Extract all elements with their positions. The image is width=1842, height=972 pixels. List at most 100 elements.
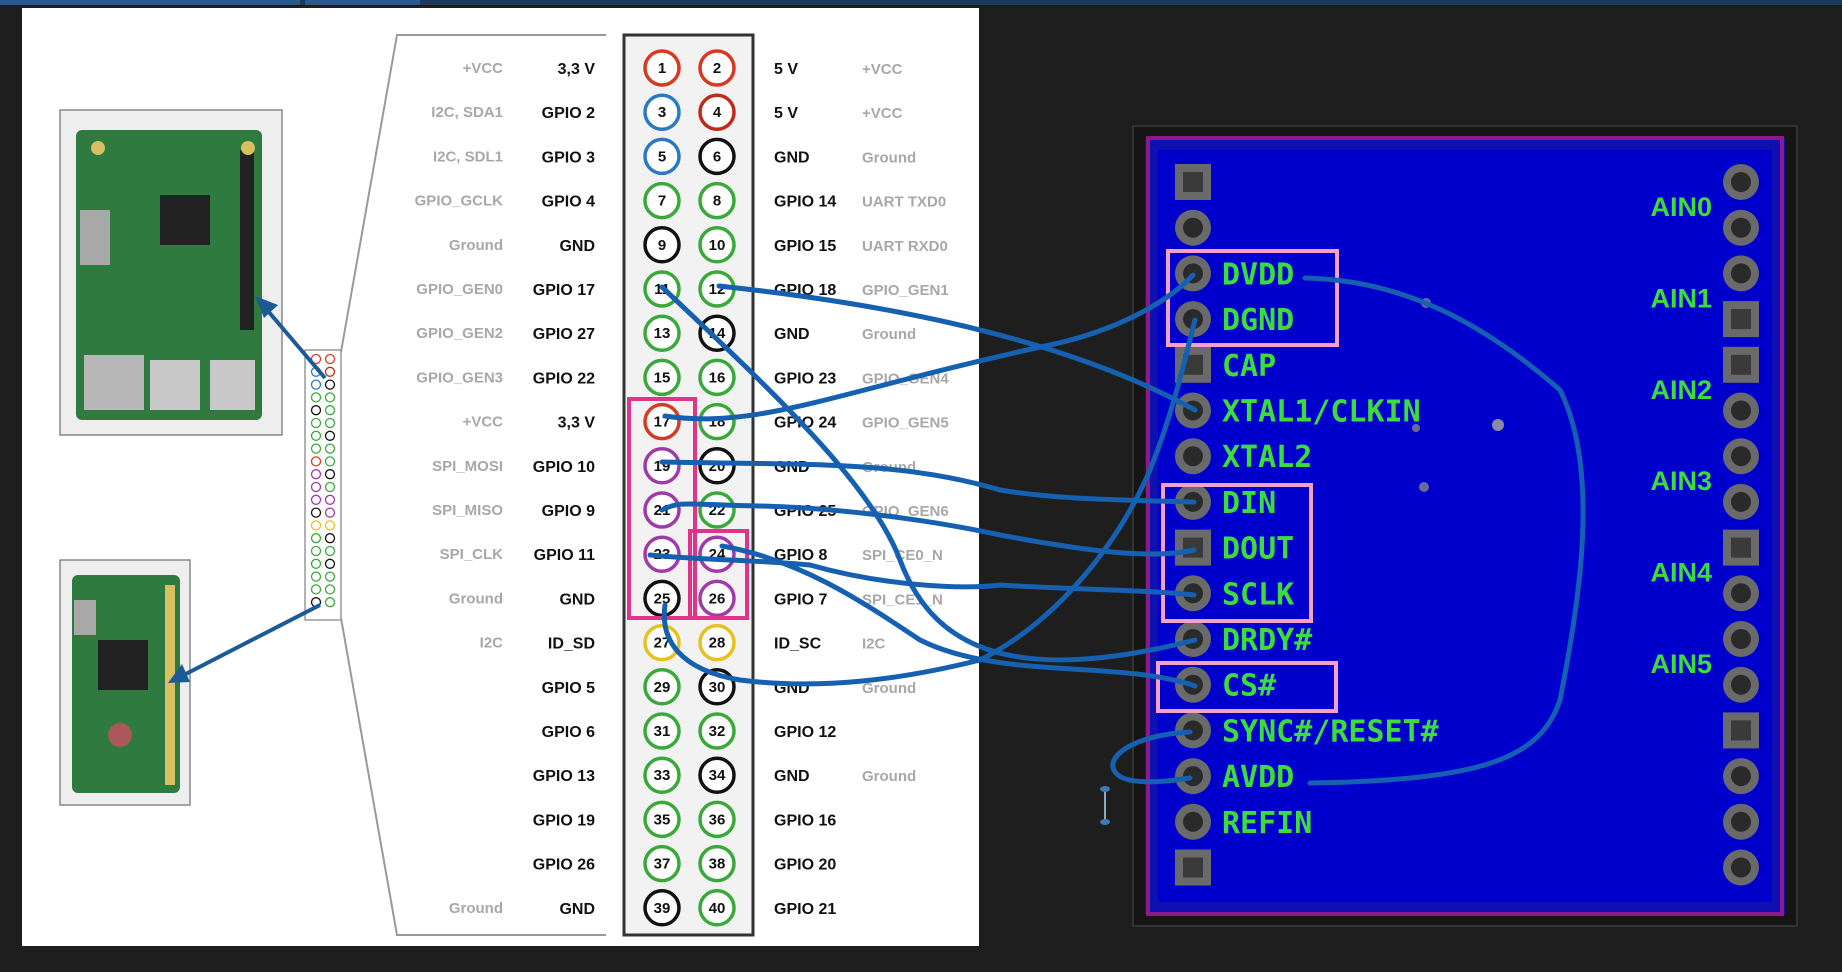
wire-19-din [659, 459, 1197, 505]
gpio-right-name: GND [774, 149, 810, 166]
gpio-pin-odd [643, 623, 681, 662]
mini-pin [310, 430, 322, 441]
gpio-pin-number: 10 [709, 237, 726, 254]
gpio-pin-number: 39 [654, 900, 671, 917]
pcb-ain-label: AIN5 [1650, 649, 1712, 679]
pad-hole [1731, 674, 1751, 695]
gpio-left-name: GPIO 11 [534, 547, 595, 564]
pcb-pin-label: DOUT [1222, 532, 1294, 567]
gpio-left-name: GPIO 2 [542, 105, 595, 122]
pad-hole [1731, 720, 1751, 741]
pcb-pin-label: AVDD [1222, 760, 1294, 795]
gpio-left-name: GND [559, 238, 595, 255]
gpio-right-function: GPIO_GEN1 [862, 282, 949, 299]
gpio-left-function: +VCC [463, 414, 504, 431]
gpio-pin-number: 9 [658, 237, 666, 254]
gpio-pin-odd [643, 93, 681, 131]
pad-hole [1731, 857, 1751, 878]
gpio-pin-number: 3 [658, 104, 666, 121]
mini-pin [310, 533, 322, 544]
ads1256-pcb [1132, 125, 1798, 927]
gpio-left-function: Ground [449, 237, 503, 254]
pcb-pin: DOUT [1175, 529, 1294, 567]
gpio-right-name: GPIO 8 [774, 547, 827, 564]
via [1492, 419, 1504, 431]
mini-pin [324, 456, 336, 467]
gpio-pin-even [698, 447, 736, 485]
pcb-pin [1723, 575, 1759, 612]
pcb-pin-label: SCLK [1222, 577, 1294, 612]
gpio-pin-even [698, 358, 736, 397]
gpio-left-function: I2C, SDA1 [431, 104, 503, 121]
pad-hole [1183, 172, 1203, 192]
mini-pin [310, 417, 322, 429]
gpio-pin-odd [643, 447, 681, 485]
wire-24-cs [719, 543, 1198, 689]
gpio-pin-number: 16 [709, 369, 726, 386]
gpio-left-function: GPIO_GCLK [415, 193, 504, 210]
photo-arrows [168, 296, 327, 683]
pad-hole [1731, 491, 1751, 512]
mini-pin [324, 392, 336, 403]
gpio-left-function: Ground [449, 590, 503, 607]
gpio-header-body [622, 33, 755, 937]
pad-hole [1731, 217, 1751, 238]
pcb-pin [1175, 849, 1211, 886]
via [1412, 424, 1420, 432]
gpio-pin-odd [643, 181, 681, 220]
gpio-right-name: 5 V [774, 61, 798, 78]
gpio-left-name: GND [559, 901, 595, 918]
gpio-pin-odd [643, 137, 681, 176]
pcb-pin-label: DRDY# [1222, 623, 1312, 658]
gpio-pin-number: 5 [658, 148, 666, 165]
gpio-left-name: GPIO 6 [542, 724, 595, 741]
window-tab[interactable] [0, 0, 300, 5]
highlight-spi-right [688, 529, 749, 620]
window-tab[interactable] [305, 0, 420, 5]
gpio-left-function: GPIO_GEN0 [416, 281, 503, 298]
gpio-right-function: Ground [862, 680, 916, 697]
gpio-pin-even [698, 800, 736, 839]
pad-hole [1731, 811, 1751, 832]
pcb-pin [1723, 529, 1759, 566]
gpio-pin-number: 28 [709, 635, 726, 652]
pad-hole [1731, 172, 1751, 192]
gpio-pin-odd [643, 712, 681, 750]
gpio-left-function: SPI_MISO [432, 502, 503, 519]
gpio-pin-even [698, 314, 736, 352]
pcb-pin [1723, 666, 1759, 703]
pcb-pin [1723, 438, 1759, 475]
gpio-right-function: +VCC [862, 105, 903, 122]
mini-pin [310, 520, 322, 531]
gpio-left-name: GND [559, 591, 595, 608]
pcb-pin [1175, 164, 1211, 200]
mini-pin [310, 507, 322, 518]
pcb-pin: SCLK [1175, 575, 1294, 612]
zoom-line-bottom [340, 617, 606, 936]
gpio-pin-number: 38 [709, 856, 726, 873]
mini-pin [310, 443, 322, 454]
pad-hole [1731, 354, 1751, 375]
mini-pin [324, 430, 336, 441]
gpio-right-function: Ground [862, 768, 916, 785]
gpio-left-function: SPI_MOSI [432, 458, 503, 475]
gpio-left-name: GPIO 4 [542, 194, 595, 211]
gpio-pin-number: 15 [654, 369, 671, 386]
gpio-pin-even [698, 181, 736, 220]
pcb-ain-label: AIN1 [1650, 283, 1712, 313]
gpio-left-name: GPIO 10 [533, 459, 595, 476]
mini-gpio-header [304, 349, 342, 621]
pad-hole [1731, 400, 1751, 421]
gpio-pin-even [698, 844, 736, 883]
pad-hole [1731, 309, 1751, 330]
gpio-right-name: GPIO 14 [774, 194, 836, 211]
text-cursor-icon [1100, 786, 1110, 825]
gpio-left-name: GPIO 3 [542, 149, 595, 166]
